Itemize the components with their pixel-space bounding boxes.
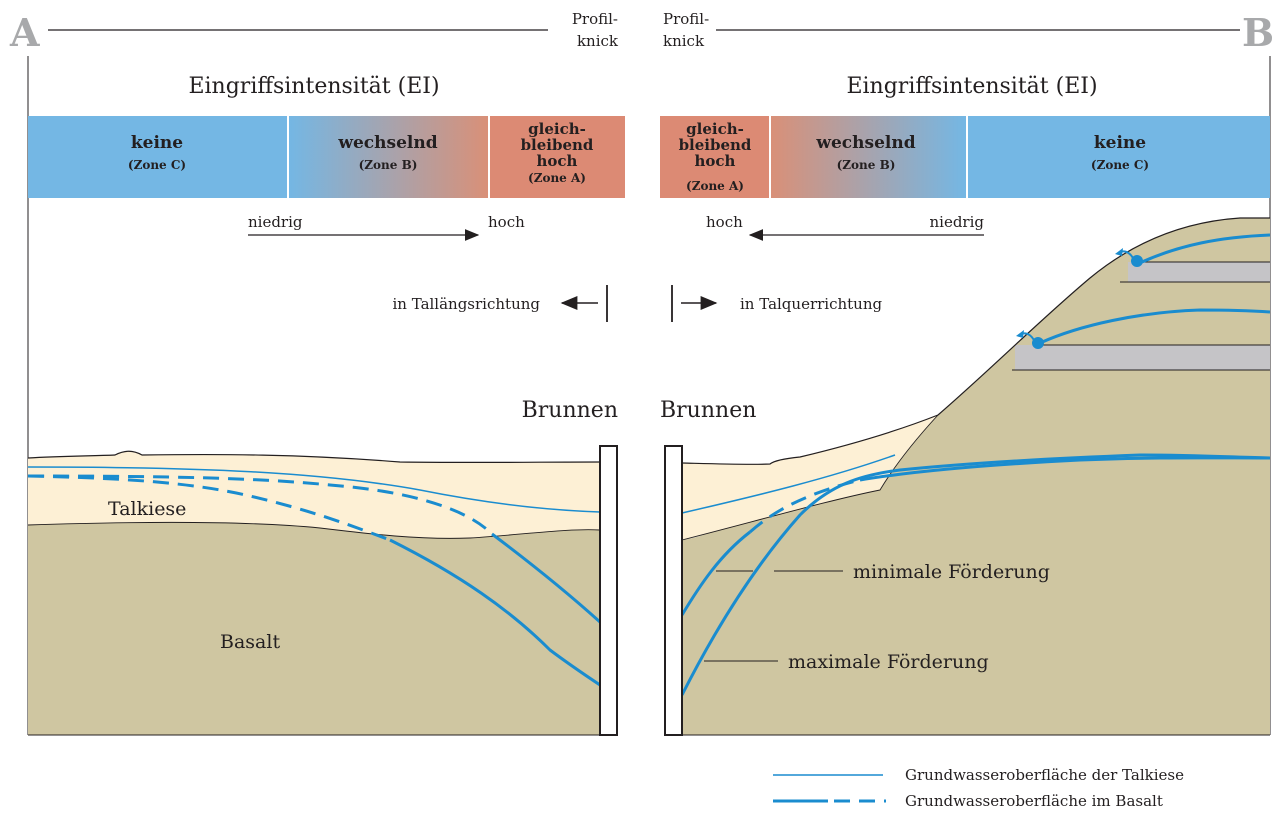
well-right [664, 445, 683, 736]
corner-label-b: B [1242, 10, 1274, 55]
zone-left-high-label-3: hoch [537, 152, 578, 170]
zone-right-variable-label: wechselnd [815, 133, 915, 153]
spring-lower [1032, 337, 1044, 349]
gravel-watertable-right [681, 454, 896, 514]
zone-bar-right: gleich- bleibend hoch (Zone A) wechselnd… [660, 116, 1270, 198]
interbed-lower [1015, 345, 1270, 370]
zone-left-none-code: (Zone C) [128, 158, 186, 172]
max-pumping-label: maximale Förderung [788, 651, 989, 673]
zone-left-high [490, 116, 625, 198]
basalt-watertable-max-right [680, 453, 1271, 696]
zone-right-high [660, 116, 769, 198]
perched-watertable-upper [1141, 233, 1271, 264]
min-pumping-label: minimale Förderung [853, 561, 1050, 583]
basalt-watertable-upper-min-right [859, 456, 1271, 482]
well-left [599, 445, 618, 736]
zone-left-variable [289, 116, 488, 198]
gravel-layer-right [682, 415, 938, 540]
direction-left-label: in Tallängsrichtung [393, 295, 541, 313]
gradient-left-high: hoch [488, 213, 525, 231]
basalt-watertable-min-right [680, 530, 751, 616]
section-right: minimale Förderung maximale Förderung [664, 217, 1271, 736]
gravel-layer-left [28, 451, 600, 539]
surface-right [681, 217, 1270, 466]
corner-label-a: A [9, 10, 40, 55]
zone-right-none-label: keine [1094, 133, 1146, 153]
basalt-layer-left [28, 522, 600, 735]
zone-right-high-label-2: bleibend [679, 136, 752, 154]
profile-break-left-2: knick [577, 32, 619, 50]
profile-break-right-1: Profil- [663, 10, 709, 28]
zone-right-high-code: (Zone A) [686, 179, 744, 193]
perched-watertable-lower [1039, 308, 1271, 345]
interbed-upper [1128, 262, 1270, 282]
legend-gravel-label: Grundwasseroberfläche der Talkiese [905, 766, 1184, 784]
zone-left-high-code: (Zone A) [528, 171, 586, 185]
zone-left-variable-label: wechselnd [337, 133, 437, 153]
section-left: Talkiese Basalt [27, 445, 618, 736]
spring-lower-arrowhead [1016, 330, 1024, 338]
direction-right-label: in Talquerrichtung [740, 295, 882, 313]
zone-right-none [968, 116, 1270, 198]
spring-upper-arrowhead [1115, 248, 1123, 256]
basalt-watertable-min-left [491, 532, 602, 624]
spring-upper [1131, 255, 1143, 267]
intensity-title-right: Eingriffsintensität (EI) [846, 74, 1097, 99]
gradient-left-low: niedrig [248, 213, 303, 231]
zone-left-none [28, 116, 287, 198]
zone-right-none-code: (Zone C) [1091, 158, 1149, 172]
zone-right-variable-code: (Zone B) [837, 158, 896, 172]
zone-right-high-label-1: gleich- [686, 120, 744, 138]
surface-left [27, 450, 601, 464]
legend: Grundwasseroberfläche der Talkiese Grund… [773, 766, 1184, 810]
boundary-right [681, 414, 939, 541]
legend-basalt-label: Grundwasseroberfläche im Basalt [905, 792, 1163, 810]
zone-left-none-label: keine [131, 133, 183, 153]
basalt-watertable-max-left [389, 538, 601, 687]
zone-left-high-label-2: bleibend [521, 136, 594, 154]
profile-break-left-1: Profil- [572, 10, 618, 28]
well-label-right: Brunnen [660, 398, 756, 423]
basalt-watertable-max-dashed-left [27, 474, 391, 542]
zone-right-variable [771, 116, 966, 198]
zone-left-variable-code: (Zone B) [359, 158, 418, 172]
basalt-label: Basalt [220, 631, 280, 653]
boundary-left [27, 521, 601, 539]
profile-break-right-2: knick [663, 32, 705, 50]
gradient-right-high: hoch [706, 213, 743, 231]
basalt-watertable-min-dashed-left [27, 474, 494, 536]
intensity-title-left: Eingriffsintensität (EI) [188, 74, 439, 99]
zone-bar-left: keine (Zone C) wechselnd (Zone B) gleich… [28, 116, 625, 198]
zone-left-high-label-1: gleich- [528, 120, 586, 138]
gravel-label: Talkiese [108, 498, 186, 520]
well-label-left: Brunnen [522, 398, 618, 423]
zone-right-high-label-3: hoch [695, 152, 736, 170]
gradient-right-low: niedrig [929, 213, 984, 231]
gravel-watertable-left [27, 466, 601, 513]
